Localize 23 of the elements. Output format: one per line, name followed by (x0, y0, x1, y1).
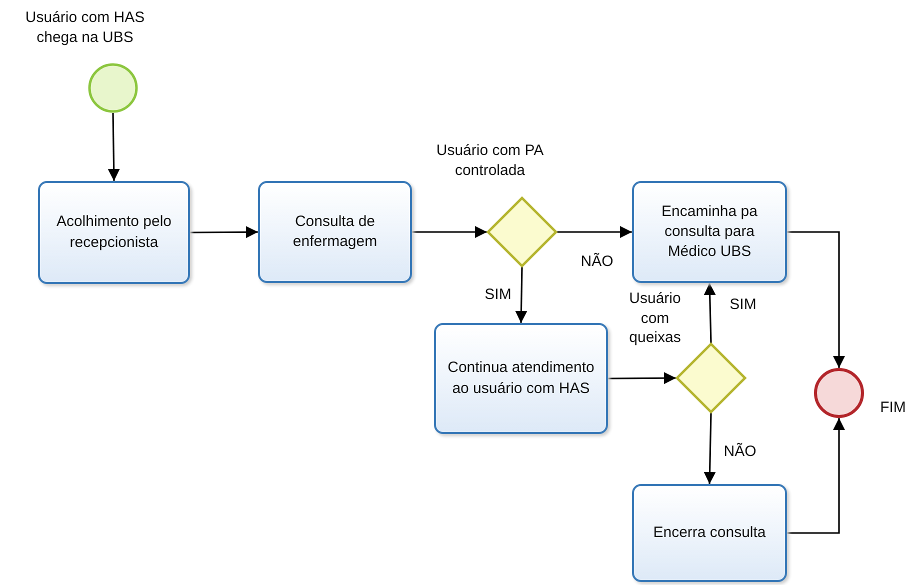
arrow (190, 226, 258, 238)
task-label: Encerra consulta (653, 522, 766, 543)
start-event-circle (88, 63, 138, 113)
task-label: Consulta de enfermagem (292, 212, 378, 252)
arrow (787, 418, 845, 534)
arrow (608, 372, 676, 384)
task-box (632, 181, 787, 283)
task-box (434, 323, 608, 434)
task-box (258, 181, 412, 283)
arrow (704, 412, 716, 484)
task-label: Continua atendimento ao usuário com HAS (446, 358, 596, 398)
arrow (704, 282, 716, 344)
decision-diamond (487, 197, 557, 267)
task-label: Acolhimento pelo recepcionista (55, 212, 173, 252)
task-box (38, 181, 190, 284)
arrow (108, 112, 120, 182)
arrow (557, 226, 632, 238)
task-box (632, 484, 787, 582)
arrow (787, 231, 845, 368)
task-label: Encaminha pa consulta para Médico UBS (660, 202, 758, 262)
end-event-circle (814, 368, 864, 418)
arrow (515, 266, 528, 324)
arrow (412, 226, 487, 238)
